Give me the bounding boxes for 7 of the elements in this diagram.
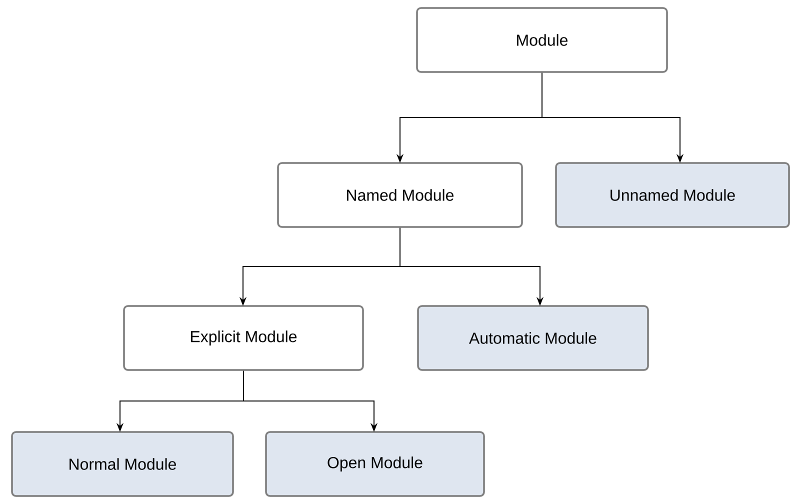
module-box: Module bbox=[416, 7, 668, 73]
module-box: Open Module bbox=[265, 431, 485, 497]
module-box: Explicit Module bbox=[123, 305, 364, 371]
module-box: Named Module bbox=[277, 162, 523, 228]
module-box: Unnamed Module bbox=[555, 162, 790, 228]
module-box: Normal Module bbox=[11, 431, 234, 497]
module-box: Automatic Module bbox=[417, 305, 649, 371]
